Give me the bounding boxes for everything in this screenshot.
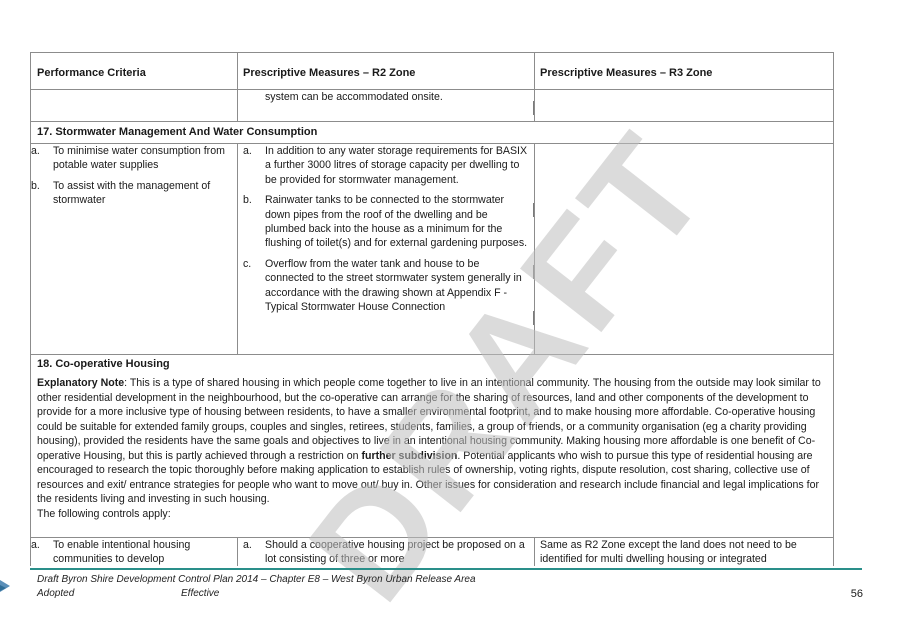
footer-status: Adopted [37,588,75,599]
section-18-r2-measures: a.Should a cooperative housing project b… [243,538,531,573]
column-divider [237,143,238,354]
row-divider [31,354,833,355]
list-item: b.To assist with the management of storm… [31,179,211,207]
list-item: a.In addition to any water storage requi… [243,145,528,186]
controls-intro: The following controls apply: [37,507,171,520]
row-divider [31,89,833,90]
row-divider [31,143,833,144]
revision-mark [533,101,534,115]
revision-mark [533,311,534,325]
section-17-criteria: a.To minimise water consumption from pot… [31,144,231,214]
section-18-r3-measures: Same as R2 Zone except the land does not… [540,539,797,566]
section-18-title: 18. Co-operative Housing [37,358,170,370]
column-divider [534,53,535,121]
list-item: a.Should a cooperative housing project b… [243,539,525,566]
page-number: 56 [850,588,863,600]
row-divider [31,537,833,538]
header-performance-criteria: Performance Criteria [37,67,146,79]
controls-table: Performance Criteria Prescriptive Measur… [30,52,834,566]
list-item: a.To minimise water consumption from pot… [31,145,225,172]
column-divider [534,537,535,566]
header-r3-measures: Prescriptive Measures – R3 Zone [540,67,713,79]
council-logo-icon [0,580,10,592]
footer-effective: Effective [181,588,220,599]
document-page: Performance Criteria Prescriptive Measur… [0,52,863,630]
column-divider [237,53,238,121]
revision-mark [533,265,534,279]
section-17-r2-measures: a.In addition to any water storage requi… [243,144,531,320]
column-divider [237,537,238,566]
explanatory-note: Explanatory Note: This is a type of shar… [37,377,821,520]
list-item: c.Overflow from the water tank and house… [243,257,522,314]
header-r2-measures: Prescriptive Measures – R2 Zone [243,67,416,79]
further-subdivision-emphasis: further subdivision [361,449,458,462]
list-item: b.Rainwater tanks to be connected to the… [243,194,528,250]
section-17-title: 17. Stormwater Management And Water Cons… [37,126,318,138]
carryover-text: system can be accommodated onsite. [265,91,443,103]
section-18-criteria: a.To enable intentional housing communit… [31,538,231,573]
explanatory-note-label: Explanatory Note [37,377,125,389]
list-item: a.To enable intentional housing communit… [31,539,191,566]
column-divider [534,143,535,354]
revision-mark [533,203,534,217]
row-divider [31,121,833,122]
footer-document-title: Draft Byron Shire Development Control Pl… [37,574,476,585]
footer-rule [30,568,862,570]
